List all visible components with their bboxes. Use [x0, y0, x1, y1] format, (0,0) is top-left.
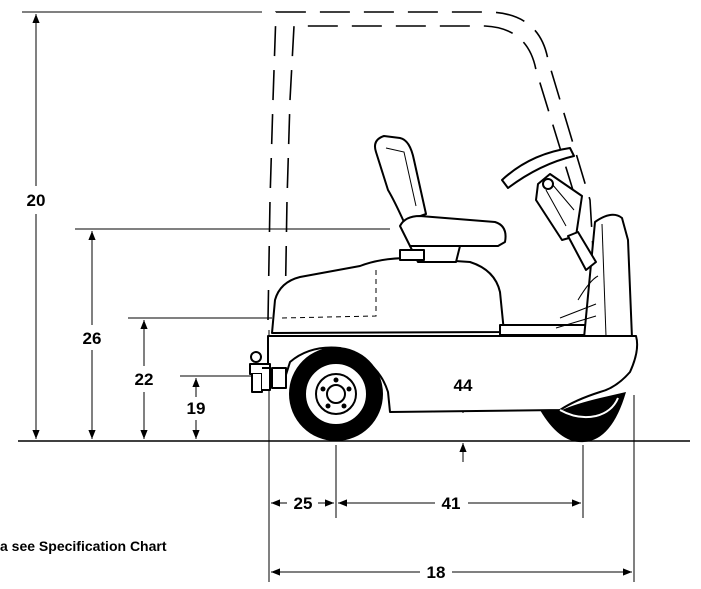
tow-tractor: [249, 135, 639, 443]
overall-length-label: 18: [427, 563, 446, 582]
footnote-caption: a see Specification Chart: [0, 538, 167, 554]
ground-clearance-label: 44: [454, 376, 473, 395]
rear-body-cover: [271, 257, 505, 334]
horizontal-dimensions: [271, 499, 632, 576]
wheelbase-label: 41: [442, 494, 461, 513]
operator-seat: [374, 135, 507, 263]
tow-hitch: [249, 351, 287, 393]
seat-height-label: 26: [83, 329, 102, 348]
rear-wheel: [289, 347, 383, 441]
reference-lines: [22, 11, 635, 582]
front-wheel: [540, 392, 626, 443]
deck: [499, 324, 596, 336]
coupling-height-label: 19: [187, 399, 206, 418]
front-cowl: [583, 213, 633, 339]
body-height-label: 22: [135, 370, 154, 389]
vertical-dimensions: [32, 14, 467, 462]
steering-assembly: [501, 147, 597, 271]
front-overhang-label: 25: [294, 494, 313, 513]
overhead-guard-outline: [267, 11, 594, 321]
overall-height-label: 20: [27, 191, 46, 210]
